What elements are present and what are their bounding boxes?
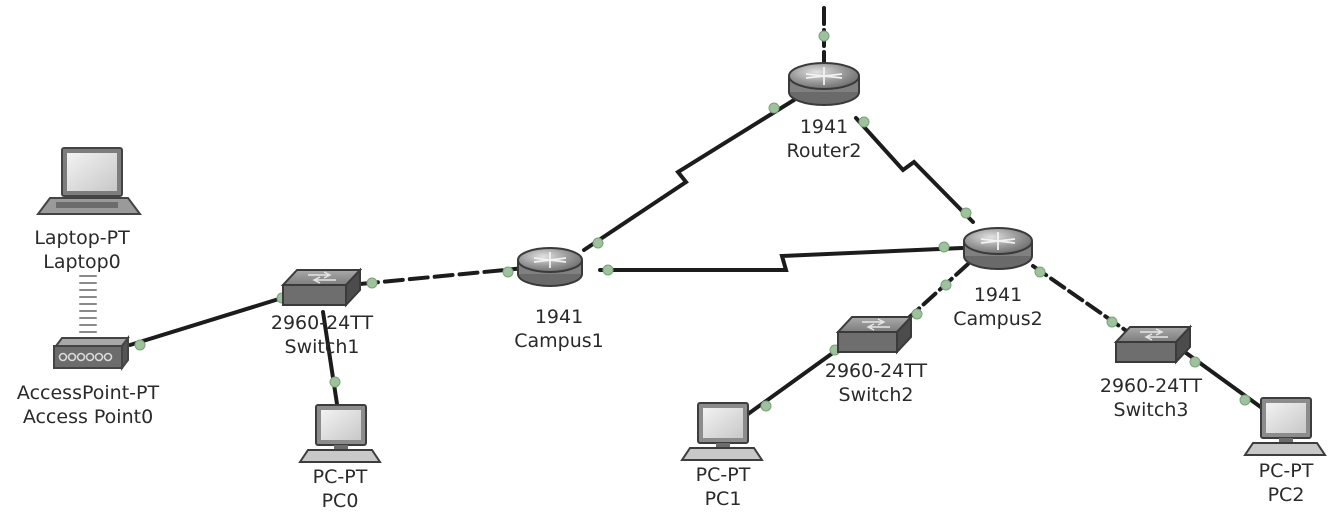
switch-icon[interactable] — [1113, 324, 1193, 365]
switch2-model: 2960-24TT — [824, 360, 928, 382]
pc2-name: PC2 — [1267, 484, 1305, 506]
link-campus1-router2[interactable] — [582, 98, 796, 252]
pc2-model: PC-PT — [1258, 460, 1314, 482]
label-pc0: PC-PT PC0 — [313, 465, 368, 513]
pc-icon[interactable] — [1243, 397, 1327, 456]
campus2-name: Campus2 — [953, 308, 1043, 330]
switch-icon[interactable] — [280, 267, 363, 308]
pc0-name: PC0 — [321, 490, 359, 512]
pc-icon[interactable] — [298, 404, 382, 463]
label-pc1: PC-PT PC1 — [696, 463, 751, 511]
router2-model: 1941 — [799, 116, 849, 138]
label-switch1: 2960-24TT Switch1 — [271, 311, 373, 359]
link-switch1-campus1[interactable] — [358, 266, 527, 286]
router-icon[interactable] — [517, 247, 583, 287]
switch3-model: 2960-24TT — [1099, 375, 1203, 397]
label-campus1: 1941 Campus1 — [514, 305, 604, 353]
link-ap0-switch1[interactable] — [128, 296, 284, 347]
campus1-model: 1941 — [534, 306, 584, 328]
label-access-point0: AccessPoint-PT Access Point0 — [17, 381, 159, 429]
router2-name: Router2 — [786, 140, 862, 162]
switch1-name: Switch1 — [284, 336, 360, 358]
label-laptop0: Laptop-PT Laptop0 — [34, 226, 129, 274]
label-switch2: 2960-24TT Switch2 — [825, 359, 927, 407]
pc1-model: PC-PT — [695, 464, 751, 486]
access-point-icon[interactable] — [53, 335, 130, 371]
laptop-icon[interactable] — [36, 147, 142, 215]
switch1-model: 2960-24TT — [270, 312, 374, 334]
switch3-name: Switch3 — [1113, 399, 1189, 421]
link-router2-campus2[interactable] — [854, 116, 975, 224]
label-switch3: 2960-24TT Switch3 — [1100, 374, 1202, 422]
laptop0-model: Laptop-PT — [34, 227, 130, 249]
campus2-model: 1941 — [973, 284, 1023, 306]
link-campus1-campus2[interactable] — [598, 246, 964, 272]
pc1-name: PC1 — [704, 488, 742, 510]
router-icon[interactable] — [788, 62, 860, 106]
ap0-model: AccessPoint-PT — [16, 382, 160, 404]
switch2-name: Switch2 — [838, 384, 914, 406]
laptop0-name: Laptop0 — [43, 251, 121, 273]
label-router2: 1941 Router2 — [786, 115, 861, 163]
ap0-name: Access Point0 — [22, 406, 154, 428]
label-campus2: 1941 Campus2 — [953, 283, 1043, 331]
link-switch1-pc0[interactable] — [321, 310, 339, 406]
campus1-name: Campus1 — [514, 330, 604, 352]
switch-icon[interactable] — [835, 314, 914, 355]
label-pc2: PC-PT PC2 — [1259, 459, 1314, 507]
router-icon[interactable] — [963, 227, 1033, 270]
link-wireless-laptop0-ap0 — [79, 275, 97, 340]
pc-icon[interactable] — [680, 402, 764, 461]
pc0-model: PC-PT — [312, 466, 368, 488]
links — [79, 6, 1264, 416]
